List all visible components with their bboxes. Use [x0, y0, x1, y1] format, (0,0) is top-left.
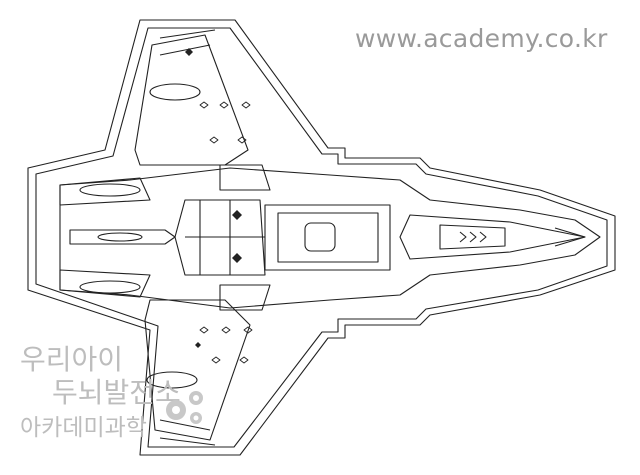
- upper-intake: [59, 177, 151, 206]
- exhaust-center: [97, 232, 143, 242]
- lower-wing-edge: [159, 419, 211, 431]
- nose-line: [554, 227, 586, 247]
- website-url: www.academy.co.kr: [355, 24, 608, 53]
- filled-markers: [185, 48, 242, 348]
- canopy: [399, 214, 586, 260]
- cockpit-frame: [439, 224, 506, 250]
- nose-chevron-3: [479, 231, 487, 243]
- outer-frame: [27, 19, 616, 456]
- nose-chevron-2: [469, 231, 477, 243]
- lower-nacelle: [79, 280, 141, 294]
- inner-frame: [35, 27, 608, 448]
- lower-wing: [144, 299, 251, 441]
- exhaust-nozzle: [69, 229, 176, 245]
- lower-intake: [59, 269, 151, 298]
- upper-nacelle: [79, 183, 141, 197]
- center-panel: [174, 199, 266, 276]
- watermark-slogan-line1: 우리아이: [20, 343, 124, 376]
- lower-stabilizer: [219, 284, 271, 311]
- nose-chevron-1: [459, 231, 467, 243]
- watermark-brand-name: 아카데미과학: [20, 415, 147, 441]
- upper-wing-pod: [149, 83, 201, 101]
- fuselage: [59, 167, 601, 309]
- upper-stabilizer: [219, 164, 271, 191]
- frame-strip-top: [159, 29, 216, 39]
- lower-wing-pod: [146, 371, 198, 389]
- weapons-bay: [264, 204, 391, 271]
- upper-wing: [134, 34, 249, 166]
- bay-hatch: [304, 222, 336, 252]
- frame-strip-bottom: [159, 437, 216, 446]
- gear-logo-icon: [166, 391, 203, 424]
- watermark-slogan-line2: 두뇌발전소: [52, 376, 181, 409]
- weapons-bay-inner: [277, 212, 379, 263]
- upper-wing-edge: [159, 44, 211, 56]
- panel-detail-diamonds: [199, 101, 253, 364]
